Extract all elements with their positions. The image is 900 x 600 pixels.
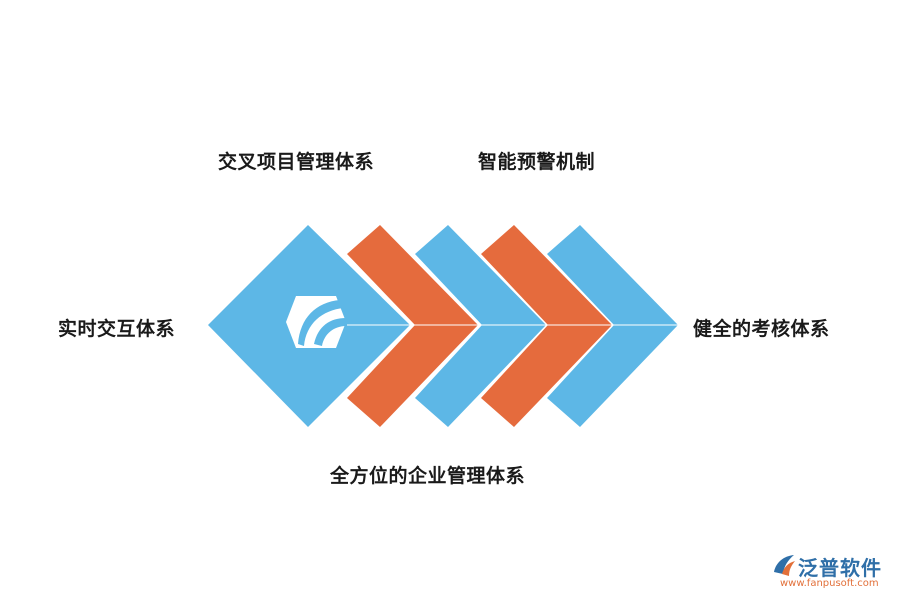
fanpu-logo-icon	[774, 555, 795, 576]
label-cross-project-system: 交叉项目管理体系	[218, 151, 375, 173]
label-realtime-interaction: 实时交互体系	[58, 318, 176, 340]
label-smart-warning: 智能预警机制	[478, 151, 596, 173]
chevron-blue-2	[547, 225, 678, 427]
leaf-hexagon-logo-icon	[286, 296, 346, 348]
brand-name: 泛普软件	[798, 556, 882, 580]
chevron-blue-1	[415, 225, 546, 427]
label-enterprise-management: 全方位的企业管理体系	[330, 465, 526, 487]
chevron-orange-2	[481, 225, 612, 427]
brand-watermark: 泛普软件 www.fanpusoft.com	[768, 552, 896, 598]
label-assessment-system: 健全的考核体系	[693, 318, 830, 340]
chevron-orange-1	[347, 225, 478, 427]
brand-url: www.fanpusoft.com	[780, 578, 879, 589]
